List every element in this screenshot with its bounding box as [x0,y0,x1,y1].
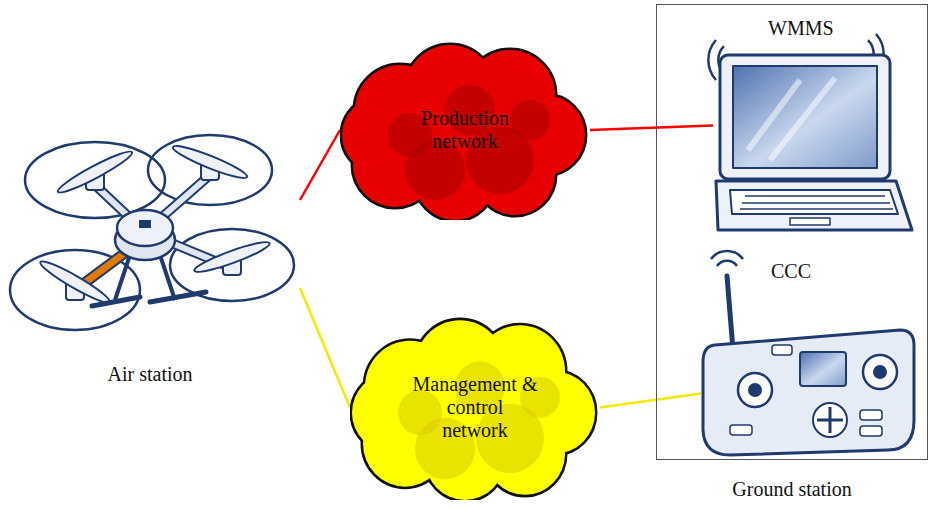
node-label: CCC [771,260,811,283]
air-station: Air station [0,0,300,400]
node-label: Management & control network [413,373,538,442]
network-cloud: Management & control network [350,315,600,500]
network-link [300,288,350,408]
node-label: Ground station [732,478,851,501]
wmms-laptop: WMMS [713,13,913,238]
node-label: WMMS [768,17,834,40]
ccc-controller: CCC [701,250,916,455]
node-label: Air station [108,363,193,386]
drone-illustration [10,135,294,330]
ground-station-box: Ground stationWMMSCCC [656,4,928,460]
network-link [300,130,340,200]
laptop-illustration [708,34,912,230]
network-link [600,394,701,408]
node-label: Production network [400,107,530,153]
network-link [590,126,713,131]
network-cloud: Production network [340,40,590,220]
controller-illustration [703,251,914,455]
